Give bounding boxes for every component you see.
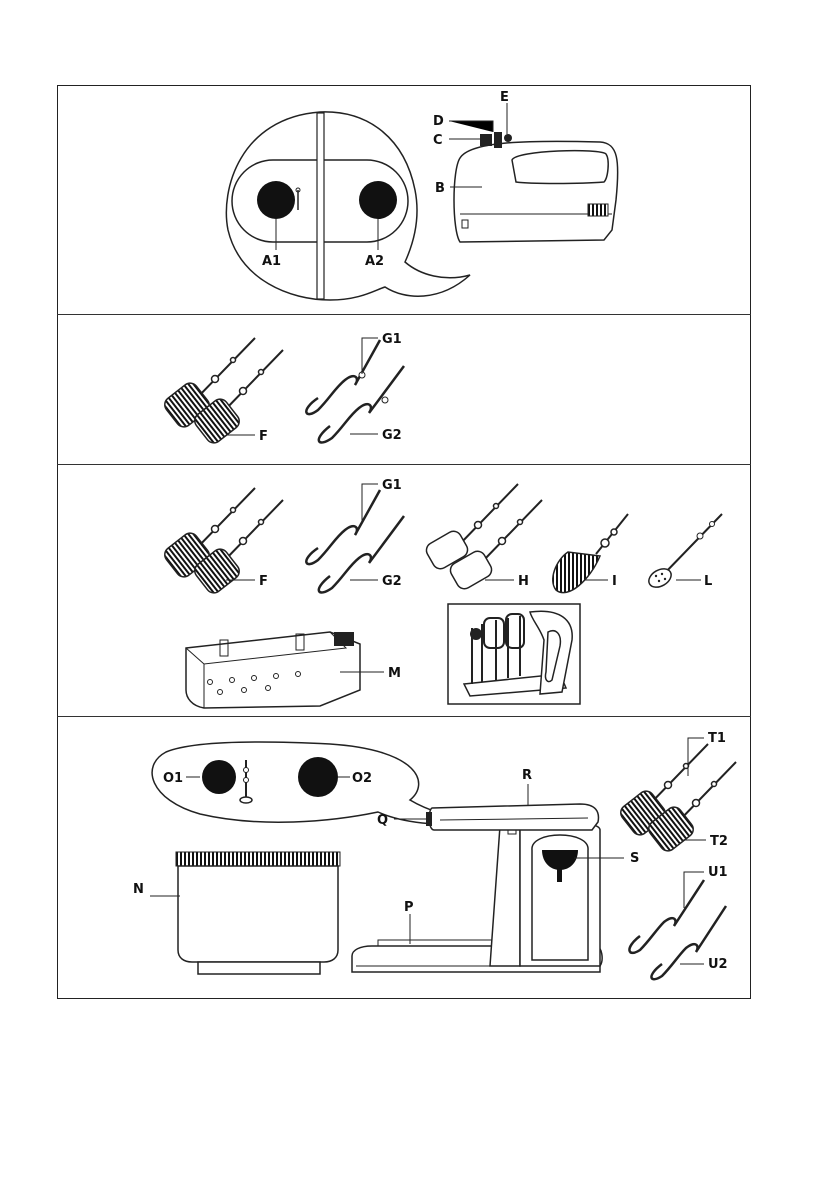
label-h: H <box>518 574 529 589</box>
label-t1: T1 <box>708 731 726 746</box>
label-i: I <box>612 574 617 589</box>
label-n: N <box>133 882 144 897</box>
turbo-button <box>504 134 512 142</box>
socket-o1 <box>202 760 236 794</box>
label-a2: A2 <box>365 254 384 269</box>
zoom-bubble-sockets <box>225 111 471 301</box>
eject-button <box>480 134 492 146</box>
figure-frame <box>57 85 751 999</box>
label-e: E <box>500 90 509 105</box>
panel-3: F G1 G2 H I <box>164 478 723 709</box>
label-l: L <box>704 574 712 589</box>
label-q: Q <box>377 813 388 828</box>
label-b: B <box>435 181 445 196</box>
label-g1: G1 <box>382 332 402 347</box>
dough-hooks-u <box>628 879 728 981</box>
panel-1: A1 A2 E D C B <box>225 90 619 301</box>
panel-divider-2 <box>57 464 751 465</box>
label-t2: T2 <box>710 834 728 849</box>
label-f-2: F <box>259 574 268 589</box>
masher-l <box>648 513 723 588</box>
bowl-lock-s <box>542 850 578 882</box>
beaters-h <box>425 483 543 590</box>
panel-2: F G1 G2 <box>164 332 406 444</box>
panel-4: O1 O2 N P R Q <box>133 731 737 981</box>
label-f: F <box>259 429 268 444</box>
dough-hooks-g <box>305 339 406 444</box>
socket-a1 <box>257 181 295 219</box>
label-m: M <box>388 666 401 681</box>
bowl-n <box>175 851 341 975</box>
label-a1: A1 <box>262 254 281 269</box>
release-button-q <box>426 812 432 826</box>
hand-mixer <box>453 132 619 243</box>
socket-o2 <box>298 757 338 797</box>
zoom-bubble-stand <box>151 741 481 826</box>
label-g2-2: G2 <box>382 574 402 589</box>
beaters-f-2 <box>164 487 284 594</box>
label-d: D <box>433 114 444 129</box>
label-g2: G2 <box>382 428 402 443</box>
label-o2: O2 <box>352 771 372 786</box>
label-o1: O1 <box>163 771 183 786</box>
label-r: R <box>522 768 532 783</box>
speed-selector <box>494 132 502 148</box>
stand-column <box>489 821 601 967</box>
storage-photo <box>447 603 581 705</box>
storage-case-m <box>185 631 361 709</box>
label-g1-2: G1 <box>382 478 402 493</box>
label-s: S <box>630 851 639 866</box>
label-u1: U1 <box>708 865 728 880</box>
beaters-f <box>164 337 284 444</box>
whisk-i <box>552 513 629 594</box>
label-p: P <box>404 900 414 915</box>
panel-divider-1 <box>57 314 751 315</box>
label-u2: U2 <box>708 957 728 972</box>
mixer-head-r <box>426 803 600 831</box>
panel-divider-3 <box>57 716 751 717</box>
dough-hooks-g-2 <box>305 489 406 594</box>
socket-a2 <box>359 181 397 219</box>
label-c: C <box>433 133 443 148</box>
